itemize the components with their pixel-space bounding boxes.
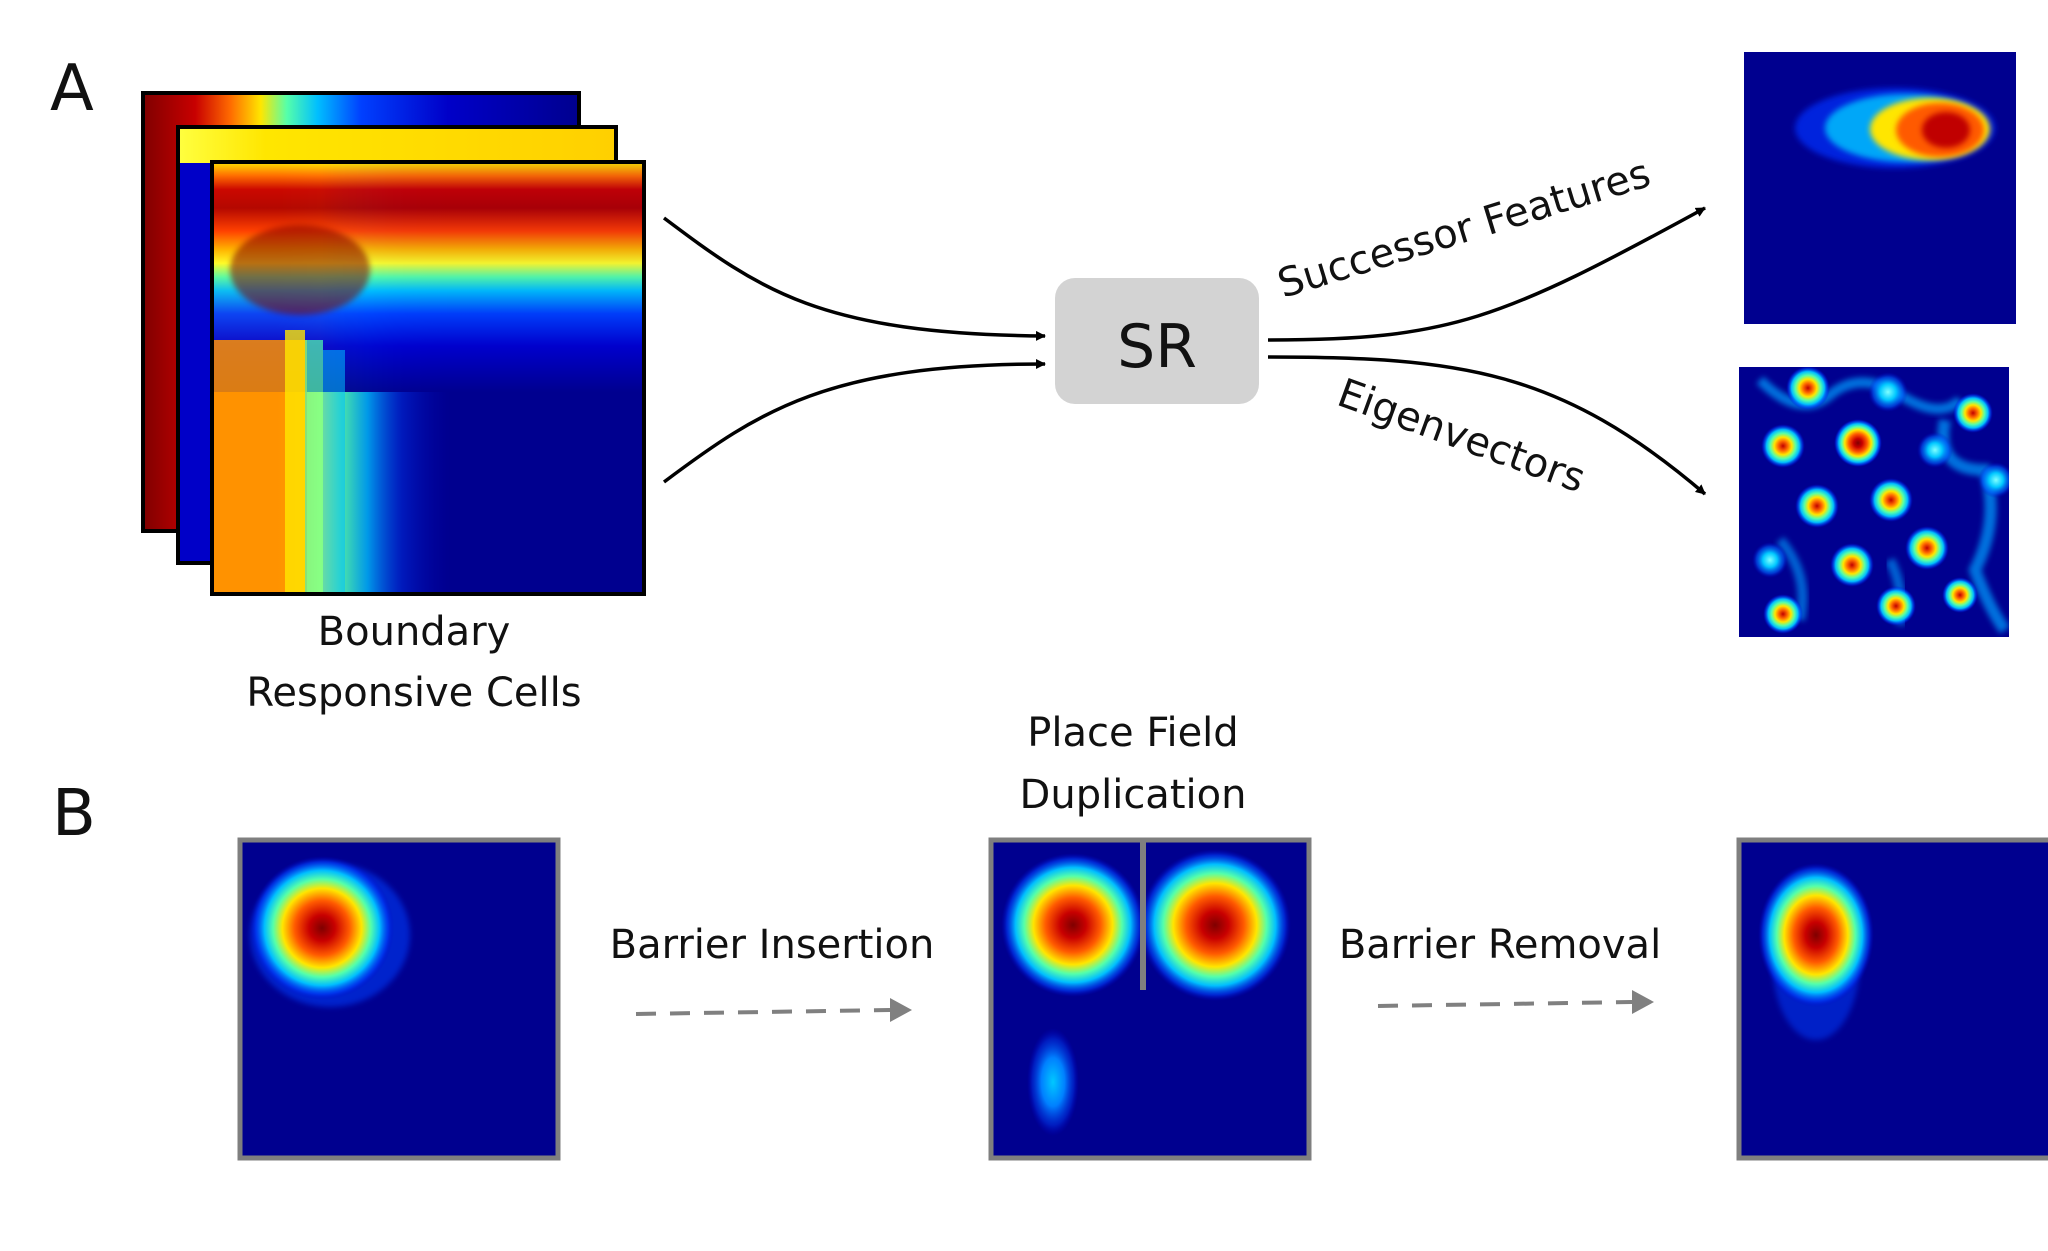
arrow-barrier-removal — [1377, 990, 1654, 1014]
duplication-title-line2: Duplication — [1020, 772, 1247, 818]
sr-box: SR — [1055, 278, 1259, 404]
arrow-into-sr-upper — [662, 216, 1046, 341]
sr-label: SR — [1117, 312, 1197, 382]
successor-feature-map — [1744, 52, 2016, 324]
panel-a-label: A — [50, 52, 94, 126]
barrier-insertion-label: Barrier Insertion — [610, 922, 935, 968]
duplication-title-line1: Place Field — [1027, 710, 1238, 756]
arrow-successor-features — [1267, 206, 1706, 342]
eigenvector-map — [1739, 367, 2009, 637]
input-caption-line1: Boundary — [318, 609, 511, 655]
place-field-duplicated — [988, 837, 1312, 1161]
heatmap-front — [210, 160, 646, 596]
eigenvectors-label: Eigenvectors — [1332, 370, 1592, 502]
boundary-cell-stack — [141, 91, 646, 596]
place-field-after — [1736, 837, 2048, 1161]
arrow-into-sr-lower — [662, 359, 1046, 484]
input-caption-line2: Responsive Cells — [246, 670, 581, 716]
arrow-barrier-insertion — [635, 998, 912, 1022]
barrier-removal-label: Barrier Removal — [1339, 922, 1661, 968]
panel-b-label: B — [52, 777, 96, 851]
barrier-wall — [1140, 840, 1146, 990]
arrow-eigenvectors — [1267, 355, 1707, 496]
place-field-before — [237, 837, 561, 1161]
successor-features-label: Successor Features — [1272, 151, 1655, 308]
